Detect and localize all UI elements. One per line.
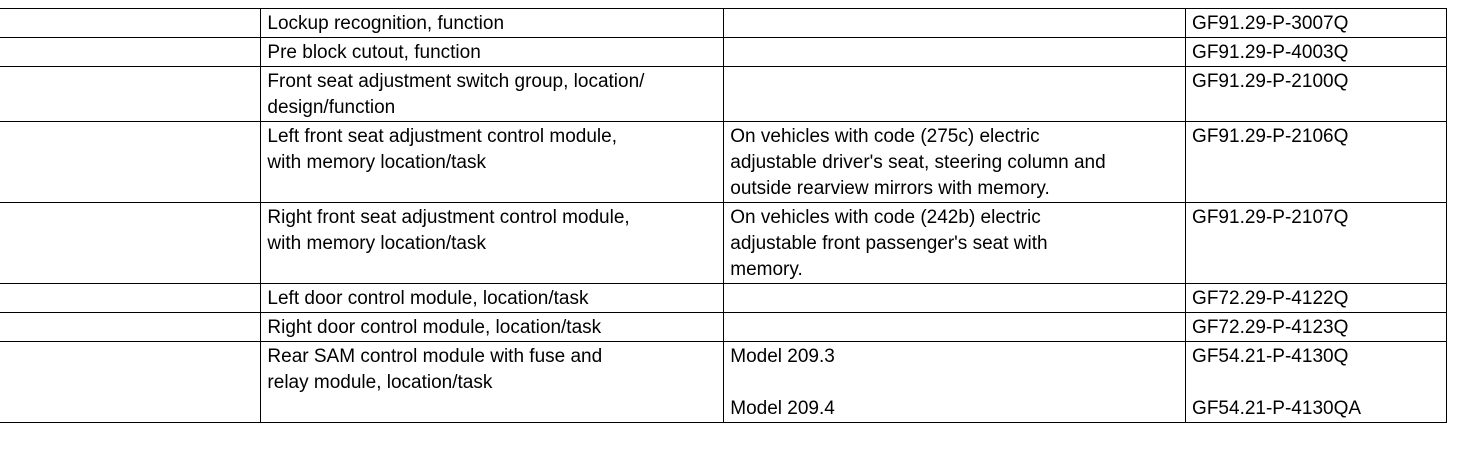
table-row: Right door control module, location/task…	[0, 312, 1447, 342]
blank-cell	[0, 37, 262, 67]
code-gap	[1192, 370, 1440, 396]
table-row: Pre block cutout, function GF91.29-P-400…	[0, 37, 1447, 67]
document-code: GF91.29-P-2106Q	[1192, 126, 1349, 147]
code-cell: GF91.29-P-3007Q	[1185, 8, 1447, 38]
description-text: Lockup recognition, function	[267, 13, 505, 34]
notes-cell	[723, 8, 1187, 38]
description-cell: Pre block cutout, function	[260, 37, 725, 67]
description-text: with memory location/task	[267, 152, 486, 173]
blank-cell	[0, 341, 262, 423]
document-code: GF91.29-P-4003Q	[1192, 42, 1349, 63]
notes-cell: On vehicles with code (242b) electric ad…	[723, 202, 1187, 284]
description-text: Front seat adjustment switch group, loca…	[267, 71, 645, 92]
document-code: GF54.21-P-4130QA	[1192, 398, 1362, 419]
notes-text: Model 209.4	[730, 398, 835, 419]
document-code: GF91.29-P-2107Q	[1192, 207, 1349, 228]
table-row: Left door control module, location/task …	[0, 283, 1447, 313]
document-code: GF91.29-P-2100Q	[1192, 71, 1349, 92]
document-code: GF54.21-P-4130Q	[1192, 346, 1349, 367]
description-cell: Left door control module, location/task	[260, 283, 725, 313]
description-text: Right door control module, location/task	[267, 317, 602, 338]
description-text: Left door control module, location/task	[267, 288, 589, 309]
description-text: Right front seat adjustment control modu…	[267, 207, 630, 228]
blank-cell	[0, 66, 262, 122]
description-text: with memory location/task	[267, 233, 486, 254]
table-row: Lockup recognition, function GF91.29-P-3…	[0, 8, 1447, 38]
table-row: Left front seat adjustment control modul…	[0, 121, 1447, 203]
notes-cell	[723, 37, 1187, 67]
description-cell: Left front seat adjustment control modul…	[260, 121, 725, 203]
code-cell: GF91.29-P-2100Q	[1185, 66, 1447, 122]
cell-spacer	[267, 396, 717, 404]
notes-text: memory.	[730, 259, 803, 280]
notes-cell	[723, 66, 1187, 122]
reference-table: Lockup recognition, function GF91.29-P-3…	[0, 8, 1447, 423]
description-cell: Right front seat adjustment control modu…	[260, 202, 725, 284]
code-cell: GF72.29-P-4123Q	[1185, 312, 1447, 342]
description-cell: Right door control module, location/task	[260, 312, 725, 342]
table-row: Rear SAM control module with fuse and re…	[0, 341, 1447, 423]
notes-text: Model 209.3	[730, 346, 835, 367]
code-cell: GF54.21-P-4130Q GF54.21-P-4130QA	[1185, 341, 1447, 423]
document-code: GF72.29-P-4122Q	[1192, 288, 1349, 309]
description-text: relay module, location/task	[267, 372, 493, 393]
description-cell: Lockup recognition, function	[260, 8, 725, 38]
notes-text: On vehicles with code (242b) electric	[730, 207, 1041, 228]
notes-cell	[723, 312, 1187, 342]
notes-text: adjustable driver's seat, steering colum…	[730, 152, 1106, 173]
table-row: Front seat adjustment switch group, loca…	[0, 66, 1447, 122]
code-cell: GF91.29-P-2106Q	[1185, 121, 1447, 203]
notes-gap	[730, 370, 1179, 396]
document-code: GF72.29-P-4123Q	[1192, 317, 1349, 338]
notes-text: outside rearview mirrors with memory.	[730, 178, 1050, 199]
notes-cell: On vehicles with code (275c) electric ad…	[723, 121, 1187, 203]
code-cell: GF91.29-P-2107Q	[1185, 202, 1447, 284]
blank-cell	[0, 312, 262, 342]
notes-text: adjustable front passenger's seat with	[730, 233, 1048, 254]
notes-text: On vehicles with code (275c) electric	[730, 126, 1040, 147]
description-text: Pre block cutout, function	[267, 42, 481, 63]
document-code: GF91.29-P-3007Q	[1192, 13, 1349, 34]
notes-cell: Model 209.3 Model 209.4	[723, 341, 1187, 423]
blank-cell	[0, 202, 262, 284]
blank-cell	[0, 8, 262, 38]
code-cell: GF72.29-P-4122Q	[1185, 283, 1447, 313]
table-row: Right front seat adjustment control modu…	[0, 202, 1447, 284]
description-cell: Rear SAM control module with fuse and re…	[260, 341, 725, 423]
notes-cell	[723, 283, 1187, 313]
description-text: Left front seat adjustment control modul…	[267, 126, 618, 147]
blank-cell	[0, 283, 262, 313]
blank-cell	[0, 121, 262, 203]
description-text: Rear SAM control module with fuse and	[267, 346, 603, 367]
code-cell: GF91.29-P-4003Q	[1185, 37, 1447, 67]
description-cell: Front seat adjustment switch group, loca…	[260, 66, 725, 122]
description-text: design/function	[267, 97, 396, 118]
